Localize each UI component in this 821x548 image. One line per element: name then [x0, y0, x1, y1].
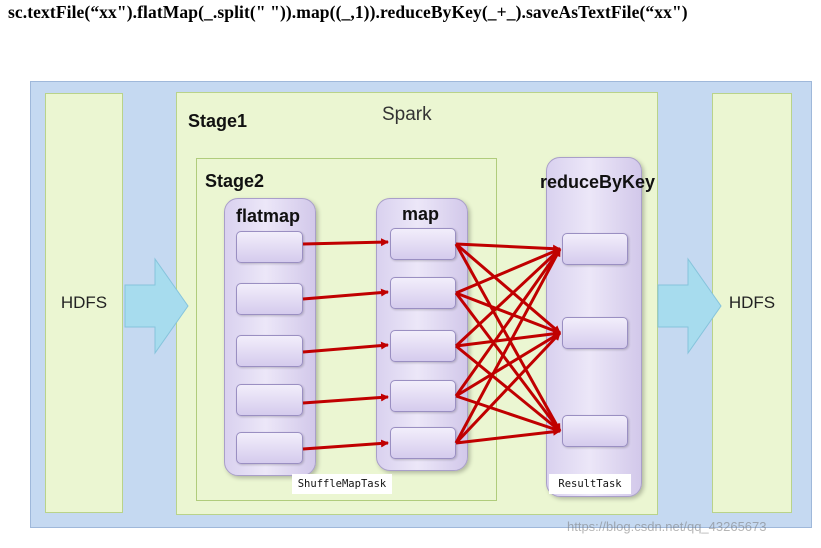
- hdfs-sink-label: HDFS: [728, 293, 776, 312]
- shuffle-dependency-arrow: [455, 427, 561, 445]
- shuffle-dependency-arrow: [455, 394, 561, 433]
- code-line: sc.textFile(“xx").flatMap(_.split(" ")).…: [8, 2, 688, 22]
- stage1-label: Stage1: [188, 111, 248, 131]
- shuffle-dependency-arrow: [454, 331, 562, 445]
- reduce-label: reduceByKey: [540, 172, 656, 192]
- shuffle-dependency-arrow: [454, 247, 562, 348]
- flatmap-label: flatmap: [236, 206, 301, 226]
- flatmap-task: [236, 335, 303, 367]
- reduce-task: [562, 317, 628, 349]
- flatmap-task: [236, 432, 303, 464]
- reduce-task: [562, 415, 628, 447]
- shuffle-dependency-arrow: [455, 291, 561, 335]
- shuffle-dependency-arrow: [455, 242, 561, 253]
- narrow-dependency-arrow: [302, 288, 389, 301]
- shuffle-dependency-arrow: [455, 247, 561, 295]
- shuffle-dependency-arrow: [455, 242, 561, 335]
- hdfs-output-arrow: [657, 257, 722, 355]
- shuffle-dependency-arrow: [455, 331, 561, 398]
- map-task: [390, 427, 456, 459]
- shuffle-dependency-arrow: [454, 248, 562, 397]
- map-task: [390, 277, 456, 309]
- hdfs-sink-box: HDFS: [712, 93, 792, 513]
- flatmap-task: [236, 384, 303, 416]
- spark-label: Spark: [382, 104, 432, 125]
- narrow-dependency-arrow: [302, 439, 389, 451]
- shufflemaptask-tag: ShuffleMapTask: [292, 474, 392, 494]
- map-task: [390, 330, 456, 362]
- shuffle-dependency-arrow: [455, 329, 561, 348]
- hdfs-source-label: HDFS: [60, 293, 108, 312]
- hdfs-source-box: HDFS: [45, 93, 123, 513]
- map-label: map: [402, 204, 440, 224]
- watermark: https://blog.csdn.net/qq_43265673: [567, 519, 767, 534]
- flatmap-task: [236, 283, 303, 315]
- flatmap-task: [236, 231, 303, 263]
- hdfs-input-arrow: [124, 257, 189, 355]
- narrow-dependency-arrow: [302, 341, 389, 354]
- shuffle-dependency-arrow: [454, 292, 562, 432]
- reduce-task: [562, 233, 628, 265]
- narrow-dependency-arrow: [302, 393, 389, 405]
- map-task: [390, 380, 456, 412]
- map-task: [390, 228, 456, 260]
- narrow-dependency-arrow: [302, 238, 389, 247]
- shuffle-dependency-arrow: [454, 248, 562, 444]
- resulttask-tag: ResultTask: [549, 474, 631, 494]
- shuffle-dependency-arrow: [454, 243, 562, 432]
- stage2-label: Stage2: [205, 171, 265, 191]
